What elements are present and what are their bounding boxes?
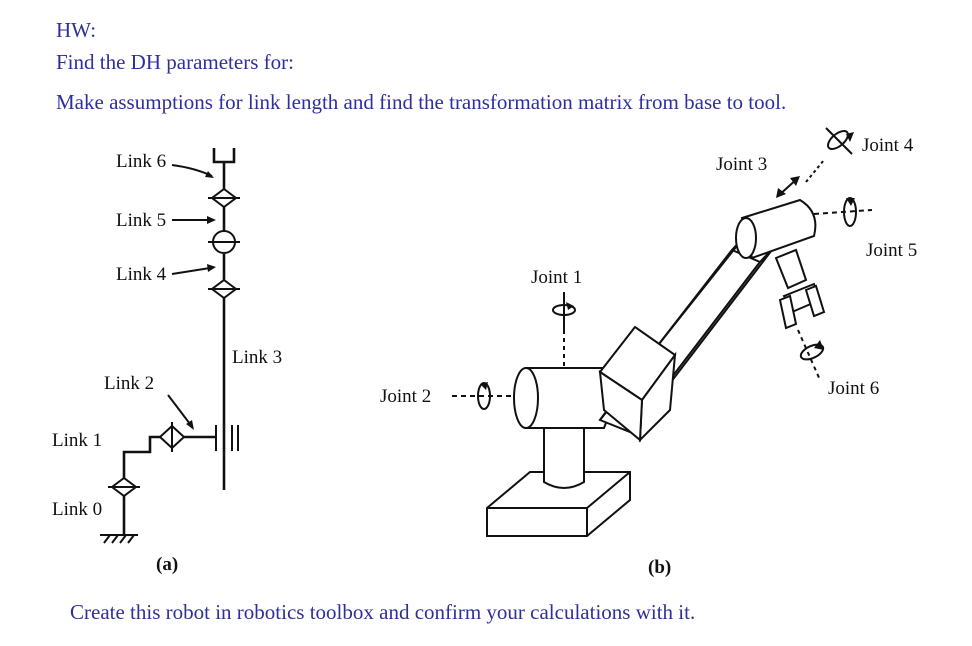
robot-drawing-b: Joint 1 Joint 2 Joint 3 Joint 4 Joint 5 …: [380, 127, 917, 578]
label-link2: Link 2: [104, 373, 154, 394]
task-assumptions: Make assumptions for link length and fin…: [56, 90, 787, 114]
wrist-cylinder: [735, 198, 817, 260]
label-link4: Link 4: [116, 264, 167, 285]
label-link6: Link 6: [116, 151, 166, 172]
label-joint1: Joint 1: [531, 267, 582, 288]
caption-a: (a): [156, 554, 178, 575]
robot-base-plate: [486, 471, 631, 537]
label-joint6: Joint 6: [828, 378, 879, 399]
label-link1: Link 1: [52, 430, 102, 451]
footer-instruction: Create this robot in robotics toolbox an…: [70, 600, 696, 624]
label-joint4: Joint 4: [862, 135, 914, 156]
joint1-rotation-icon: [552, 292, 576, 330]
joint2-symbol: [158, 422, 186, 452]
shoulder-cylinder: [513, 330, 613, 429]
link1-line: [122, 435, 160, 478]
base-ground-symbol: [100, 534, 138, 544]
label-link3: Link 3: [232, 347, 282, 368]
joint3-prismatic-icon: [776, 159, 825, 198]
homework-heading: HW:: [56, 18, 97, 42]
elbow-block: [598, 325, 677, 443]
label-joint2: Joint 2: [380, 386, 431, 407]
joint3-prismatic-symbol: [215, 425, 239, 451]
schematic-diagram-a: Link 6 Link 5 Link 4 Link 3 Link 2 Link …: [52, 148, 282, 575]
leader-link4: [171, 267, 211, 275]
joint6-rotation-icon: [797, 329, 825, 381]
label-link5: Link 5: [116, 210, 166, 231]
leader-link2: [167, 394, 191, 425]
caption-b: (b): [648, 557, 671, 578]
joint4-rotation-icon: [825, 127, 854, 155]
joint6-symbol: [208, 187, 240, 209]
leader-link6: [171, 164, 213, 177]
label-link0: Link 0: [52, 499, 102, 520]
label-joint3: Joint 3: [716, 154, 767, 175]
task-find-dh: Find the DH parameters for:: [56, 50, 294, 74]
joint5-symbol: [208, 230, 240, 254]
joint5-rotation-icon: [813, 197, 873, 227]
robot-gripper: [774, 248, 826, 330]
gripper-symbol: [212, 148, 236, 164]
joint2-rotation-icon: [452, 382, 512, 410]
robot-pedestal: [543, 419, 585, 489]
joint1-symbol: [108, 476, 140, 498]
joint4-symbol: [208, 278, 240, 300]
label-joint5: Joint 5: [866, 240, 917, 261]
